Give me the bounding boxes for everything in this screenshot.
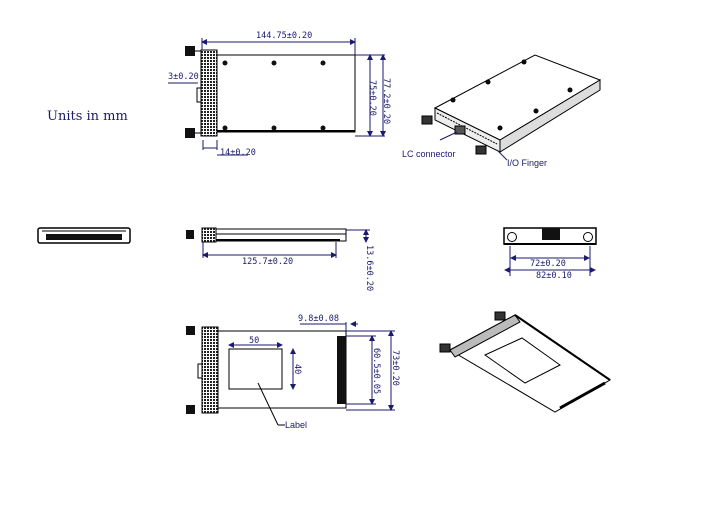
- front-view: [37, 227, 131, 244]
- top-bezel-dimension: 14±0.20: [220, 148, 256, 158]
- top-inner-width-dimension: 75±0.20: [367, 80, 377, 116]
- side-view: [186, 227, 370, 258]
- isometric-view-top: [421, 54, 602, 161]
- units-note: Units in mm: [47, 109, 128, 124]
- side-height-dimension: 13.6±0.20: [364, 245, 374, 292]
- label-callout: Label: [285, 420, 308, 430]
- rear-view: [503, 227, 597, 276]
- rear-outer-width-dimension: 82±0.10: [536, 271, 572, 281]
- isometric-view-bottom: [439, 311, 611, 413]
- lc-connector-callout: LC connector: [402, 149, 456, 159]
- bottom-overall-width-dimension: 73±0.20: [390, 350, 400, 386]
- finger-width-dimension: 60.5±0.05: [371, 348, 381, 395]
- top-length-dimension: 144.75±0.20: [256, 31, 313, 41]
- side-length-dimension: 125.7±0.20: [242, 257, 294, 267]
- io-finger-callout: I/O Finger: [507, 158, 548, 168]
- bottom-view: [186, 321, 395, 426]
- top-offset-dimension: 3±0.20: [168, 72, 199, 82]
- label-height-dimension: 40: [292, 364, 302, 375]
- label-width-dimension: 50: [249, 336, 260, 346]
- top-view: [168, 38, 386, 156]
- rear-inner-width-dimension: 72±0.20: [530, 259, 566, 269]
- top-outer-width-dimension: 77.2±0.20: [381, 78, 391, 125]
- bottom-finger-offset-dimension: 9.8±0.08: [298, 314, 339, 324]
